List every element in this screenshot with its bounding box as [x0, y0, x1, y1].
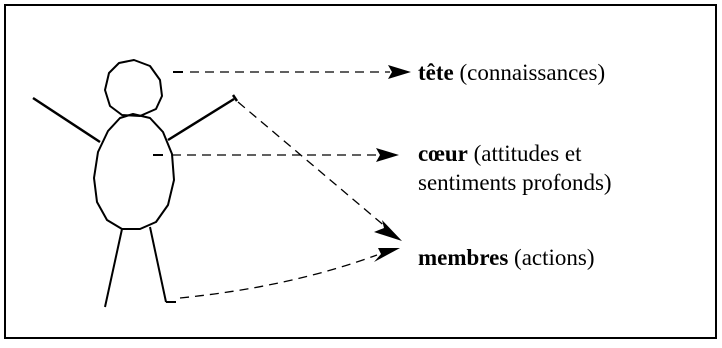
- figure-left-arm: [32, 96, 101, 144]
- figure-right-leg: [149, 226, 167, 303]
- label-coeur-line2: sentiments profonds): [418, 170, 612, 195]
- label-membres-description: (actions): [514, 245, 595, 270]
- label-tete-term: tête: [418, 60, 454, 85]
- diagram-frame: [4, 4, 717, 339]
- label-coeur-term: cœur: [418, 141, 468, 166]
- connector-arm-to-membres: [237, 101, 388, 229]
- label-membres-term: membres: [418, 245, 509, 270]
- label-tete: tête (connaissances): [418, 58, 605, 87]
- figure-right-arm-tip: [231, 94, 239, 102]
- figure-head: [104, 59, 163, 117]
- arrowhead-arm-membres: [374, 220, 402, 241]
- label-tete-description: (connaissances): [459, 60, 606, 85]
- arrowhead-foot-membres: [374, 248, 400, 262]
- label-coeur-description-line1: (attitudes et: [473, 141, 582, 166]
- connector-foot-to-membres: [179, 254, 378, 299]
- figure-right-arm: [167, 97, 235, 142]
- label-coeur-line1: cœur (attitudes et: [418, 139, 612, 168]
- label-coeur: cœur (attitudes et sentiments profonds): [418, 139, 612, 197]
- label-membres: membres (actions): [418, 243, 595, 272]
- figure-left-leg: [104, 228, 123, 308]
- arrowhead-tete: [388, 65, 411, 79]
- figure-body: [93, 113, 175, 230]
- stick-figure: [32, 59, 239, 308]
- arrowhead-coeur: [376, 148, 399, 162]
